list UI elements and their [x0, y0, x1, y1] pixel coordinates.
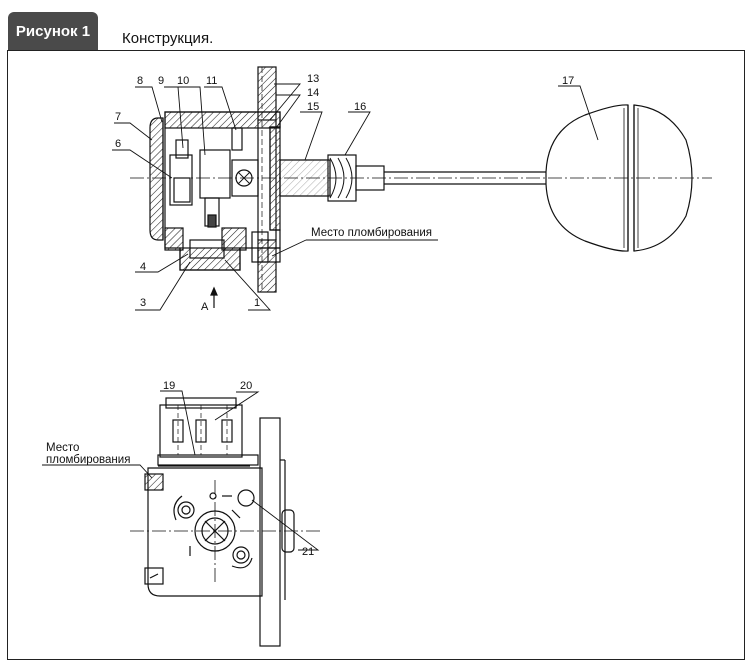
view-a-label: A [201, 301, 209, 313]
label-7: 7 [115, 111, 121, 123]
label-10: 10 [177, 75, 189, 87]
label-21: 21 [302, 546, 314, 558]
label-17: 17 [562, 75, 574, 87]
label-14: 14 [307, 87, 319, 99]
label-13: 13 [307, 73, 319, 85]
figure-caption: Конструкция. [122, 30, 214, 47]
leader-lines-bottom [42, 390, 320, 551]
label-3: 3 [140, 297, 146, 309]
seal-note-bottom-line2: пломбирования [46, 454, 130, 466]
label-4: 4 [140, 261, 146, 273]
label-19: 19 [163, 380, 175, 392]
label-15: 15 [307, 101, 319, 113]
label-1: 1 [254, 297, 260, 309]
label-6: 6 [115, 138, 121, 150]
label-9: 9 [158, 75, 164, 87]
section-view [130, 66, 712, 308]
seal-note-bottom-line1: Место [46, 442, 79, 454]
drawing-frame [7, 50, 745, 660]
side-view [130, 397, 320, 647]
leader-lines-top [112, 83, 599, 311]
label-11: 11 [206, 75, 217, 87]
label-8: 8 [137, 75, 143, 87]
label-20: 20 [240, 380, 252, 392]
figure-tab: Рисунок 1 [8, 12, 98, 50]
seal-note-top: Место пломбирования [311, 227, 432, 239]
label-16: 16 [354, 101, 366, 113]
